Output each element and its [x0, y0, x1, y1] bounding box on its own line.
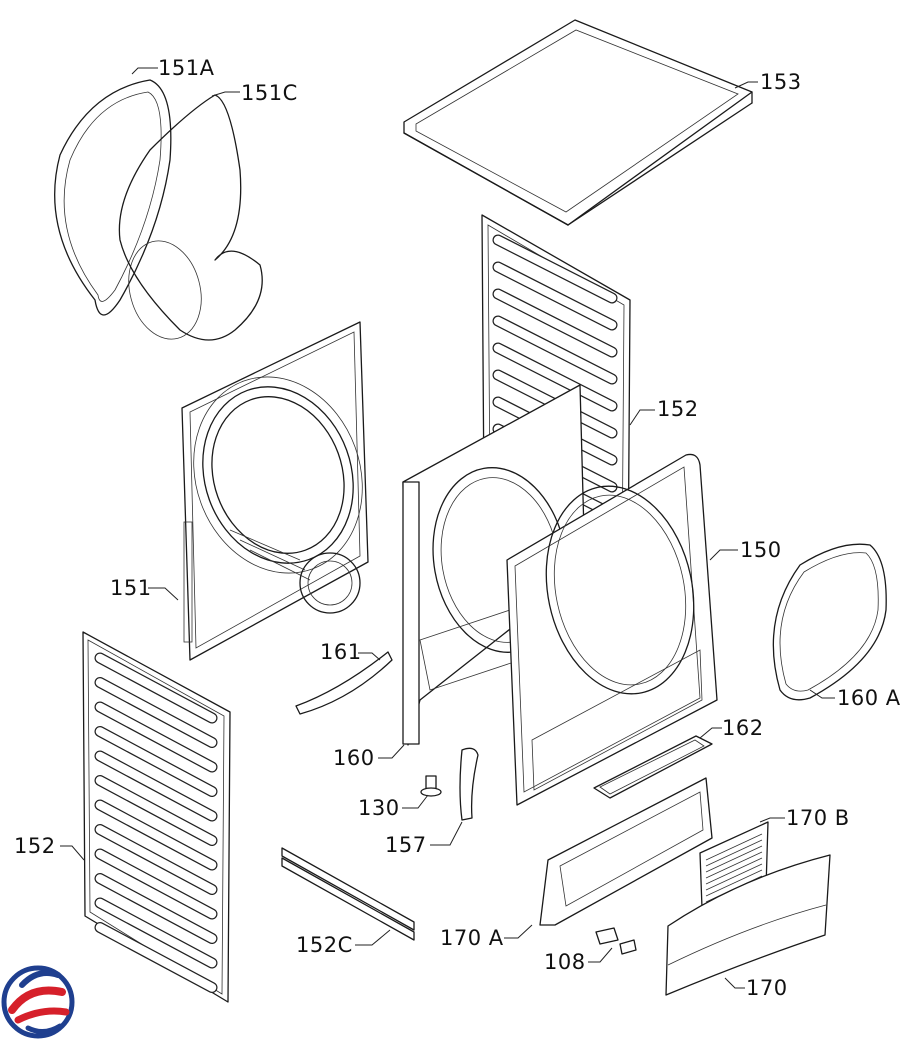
rib-slot-inner: [95, 874, 217, 943]
rib-slot-inner: [493, 316, 617, 384]
part-160A-door-seal: [772, 543, 887, 701]
rib-slot-inner: [95, 678, 217, 747]
callout-160: 160: [333, 746, 375, 770]
callout-160A: 160 A: [837, 686, 901, 710]
grille-bar: [705, 833, 763, 861]
rib-slot-inner: [95, 702, 217, 772]
part-152C-base-rails: [281, 847, 415, 941]
part-170A-plinth-frame: [539, 777, 713, 926]
rib-slot-inner: [95, 923, 217, 992]
grille-bar: [705, 863, 763, 891]
part-160-middle-frame: [402, 384, 586, 746]
callout-162: 162: [722, 716, 764, 740]
rib-slot-inner: [493, 289, 617, 357]
callout-161: 161: [320, 640, 362, 664]
callout-108: 108: [544, 950, 586, 974]
part-130-screw: [420, 775, 442, 797]
rib-slot-inner: [95, 849, 217, 919]
callout-130: 130: [358, 796, 400, 820]
leader-lines: [60, 67, 835, 989]
rib-slot-inner: [493, 343, 617, 411]
rib-slot-inner: [95, 751, 217, 821]
callout-151C: 151C: [241, 81, 298, 105]
part-161-door-strip: [295, 651, 393, 715]
rib-slot-inner: [95, 800, 217, 870]
rib-slot-inner: [95, 727, 217, 796]
grille-bar: [705, 851, 763, 879]
part-153-top-cover: [403, 19, 753, 226]
part-108-micro-switch: [595, 927, 637, 955]
rib-slot-inner: [95, 776, 217, 845]
rib-slot-inner: [95, 653, 217, 723]
circular-swirl-logo-icon: [1, 965, 75, 1039]
callout-170B: 170 B: [786, 806, 850, 830]
callout-170A: 170 A: [440, 926, 504, 950]
callout-151: 151: [110, 576, 152, 600]
rib-slot-inner: [493, 262, 617, 330]
grille-bar: [705, 869, 763, 897]
part-151A-rear-gasket: [54, 79, 202, 340]
callout-152-left: 152: [14, 834, 56, 858]
part-162-filter-tray: [593, 735, 713, 799]
callout-170: 170: [746, 976, 788, 1000]
grille-bar: [705, 845, 763, 873]
grille-bar: [705, 839, 763, 867]
part-151-rear-frame: [181, 321, 369, 661]
part-150-front-panel: [506, 453, 718, 806]
callout-152-right: 152: [657, 397, 699, 421]
part-152-left-side-panel: [82, 631, 231, 1003]
callout-150: 150: [740, 538, 782, 562]
callout-152C: 152C: [296, 933, 353, 957]
part-170-plinth-cover: [665, 854, 831, 996]
callout-157: 157: [385, 833, 427, 857]
part-151C-seal-cord: [118, 94, 263, 341]
grille-bar: [705, 857, 763, 885]
rib-slot-inner: [95, 825, 217, 894]
rib-slot-inner: [493, 235, 617, 303]
callout-153: 153: [760, 70, 802, 94]
rib-slot-inner: [95, 898, 217, 968]
callout-151A: 151A: [158, 56, 215, 80]
part-157-side-strip: [459, 747, 479, 821]
